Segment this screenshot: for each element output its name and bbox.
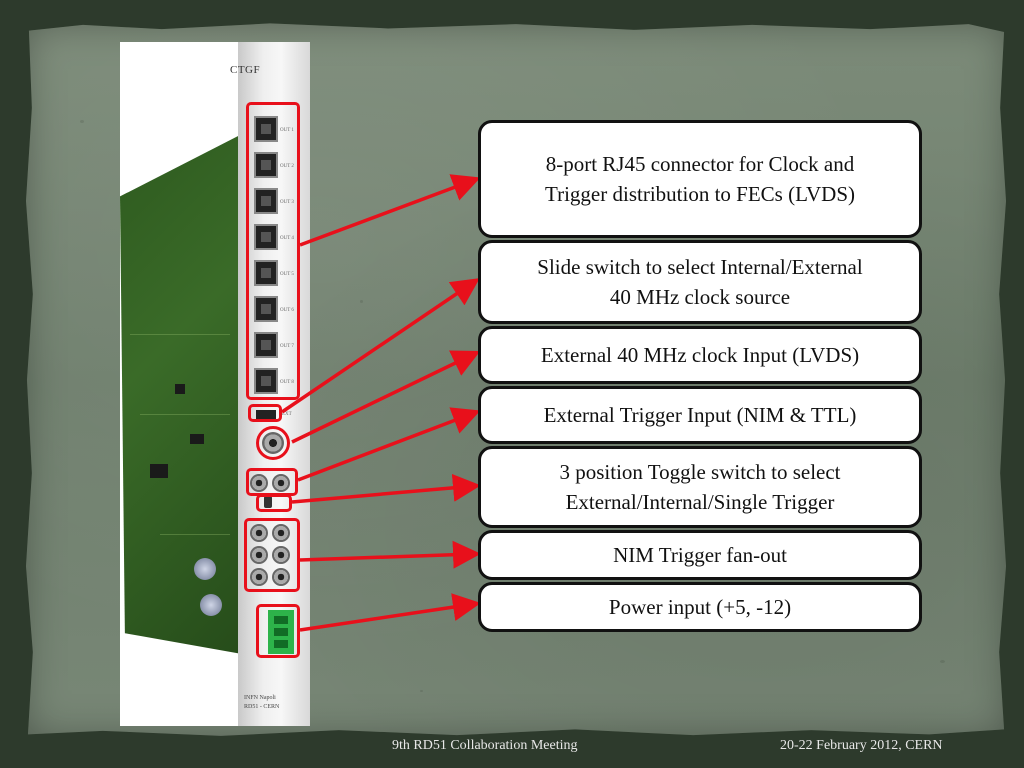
port-label: OUT 8 [280,380,294,385]
pcb-trace [130,334,230,335]
capacitor [200,594,222,616]
panel-footer-line: INFN Napoli [244,695,276,701]
port-label: OUT 5 [280,272,294,277]
fanout-lemo [250,568,268,586]
ic-chip [150,464,168,478]
ic-chip [175,384,185,394]
panel-footer-line: RD51 - CERN [244,704,280,710]
callout-slide-switch: Slide switch to select Internal/External… [478,240,922,324]
highlight-toggle [256,494,292,512]
power-connector [268,610,294,654]
capacitor [194,558,216,580]
panel-footer: INFN Napoli RD51 - CERN [244,694,279,712]
rj45-port [254,152,278,178]
trigger-nim-lemo [250,474,268,492]
rj45-port [254,368,278,394]
callout-clock-input: External 40 MHz clock Input (LVDS) [478,326,922,384]
fanout-lemo [272,568,290,586]
fanout-lemo [272,524,290,542]
highlight-clock-input [256,426,290,460]
rj45-port [254,188,278,214]
pcb-board [120,134,242,654]
fanout-lemo [250,546,268,564]
rj45-port [254,296,278,322]
callout-power: Power input (+5, -12) [478,582,922,632]
toggle-switch [264,496,272,508]
switch-label: EXT [282,412,292,417]
ic-chip [190,434,204,444]
port-label: OUT 7 [280,344,294,349]
rj45-port [254,260,278,286]
pcb-trace [140,414,230,415]
paper-speck [360,300,363,303]
footer-date: 20-22 February 2012, CERN [780,738,943,753]
port-label: OUT 1 [280,128,294,133]
rj45-port [254,224,278,250]
highlight-rj45 [246,102,300,400]
panel-title: CTGF [230,64,261,76]
pcb-trace [160,534,230,535]
callout-rj45: 8-port RJ45 connector for Clock and Trig… [478,120,922,238]
paper-speck [80,120,84,123]
rj45-port [254,116,278,142]
port-label: OUT 2 [280,164,294,169]
trigger-ttl-lemo [272,474,290,492]
callout-trigger-input: External Trigger Input (NIM & TTL) [478,386,922,444]
port-label: OUT 6 [280,308,294,313]
highlight-slide-switch [248,404,282,422]
paper-speck [420,690,423,692]
callout-fanout: NIM Trigger fan-out [478,530,922,580]
fanout-lemo [272,546,290,564]
highlight-power [256,604,300,658]
rj45-port [254,332,278,358]
highlight-fanout [244,518,300,592]
callout-toggle-switch: 3 position Toggle switch to select Exter… [478,446,922,528]
footer-meeting: 9th RD51 Collaboration Meeting [392,738,578,753]
clock-slide-switch [256,410,276,419]
board-photo: CTGF OUT 1 OUT 2 OUT 3 OUT 4 OUT 5 OUT 6… [120,42,310,726]
paper-speck [940,660,945,663]
fanout-lemo [250,524,268,542]
port-label: OUT 3 [280,200,294,205]
port-label: OUT 4 [280,236,294,241]
